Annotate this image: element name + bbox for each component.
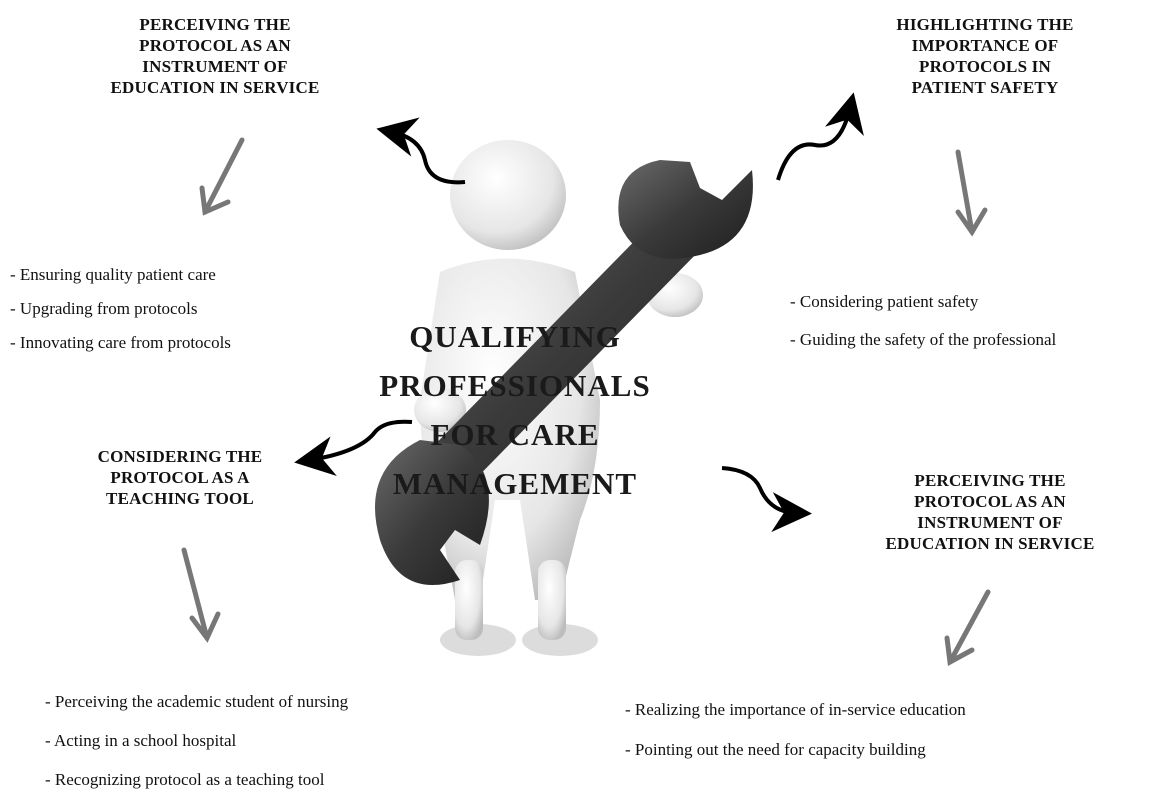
central-title-line: MANAGEMENT — [392, 466, 638, 501]
arrow-heading-to-list-top-right — [955, 149, 988, 237]
heading-line: EDUCATION IN SERVICE — [885, 534, 1095, 553]
heading-line: PROTOCOL AS AN — [914, 492, 1066, 511]
list-item: - Recognizing protocol as a teaching too… — [45, 770, 325, 789]
heading-top-left: PERCEIVING THE PROTOCOL AS AN INSTRUMENT… — [60, 14, 370, 98]
list-item: - Acting in a school hospital — [45, 731, 237, 750]
arrow-heading-to-list-bottom-left — [181, 547, 221, 643]
heading-line: PROTOCOL AS A — [110, 468, 250, 487]
list-top-left: - Ensuring quality patient care - Upgrad… — [10, 258, 231, 360]
heading-line: PROTOCOLS IN — [919, 57, 1051, 76]
heading-line: INSTRUMENT OF — [917, 513, 1063, 532]
arrow-to-bottom-right — [721, 466, 812, 533]
heading-line: HIGHLIGHTING THE — [896, 15, 1074, 34]
list-item: - Innovating care from protocols — [10, 333, 231, 352]
heading-line: PERCEIVING THE — [914, 471, 1066, 490]
list-item: - Perceiving the academic student of nur… — [45, 692, 349, 711]
arrow-heading-to-list-top-left — [199, 137, 245, 216]
heading-top-right: HIGHLIGHTING THE IMPORTANCE OF PROTOCOLS… — [840, 14, 1130, 98]
list-bottom-left: - Perceiving the academic student of nur… — [45, 682, 348, 799]
list-item: - Realizing the importance of in-service… — [625, 700, 966, 719]
wrench-icon — [375, 160, 753, 585]
arrow-heading-to-list-bottom-right — [944, 589, 991, 666]
heading-bottom-left: CONSIDERING THE PROTOCOL AS A TEACHING T… — [30, 446, 330, 509]
list-item: - Upgrading from protocols — [10, 299, 198, 318]
central-title-line: QUALIFYING — [409, 319, 621, 354]
list-item: - Guiding the safety of the professional — [790, 330, 1057, 349]
heading-line: CONSIDERING THE — [97, 447, 263, 466]
arrow-to-top-right — [776, 92, 864, 181]
heading-line: PROTOCOL AS AN — [139, 36, 291, 55]
heading-bottom-right: PERCEIVING THE PROTOCOL AS AN INSTRUMENT… — [835, 470, 1145, 554]
central-title-line: PROFESSIONALS — [379, 368, 651, 403]
central-title-line: FOR CARE — [430, 417, 600, 452]
heading-line: PATIENT SAFETY — [911, 78, 1059, 97]
figure-head — [450, 140, 566, 250]
list-item: - Pointing out the need for capacity bui… — [625, 740, 926, 759]
heading-line: INSTRUMENT OF — [142, 57, 288, 76]
list-item: - Considering patient safety — [790, 292, 979, 311]
list-top-right: - Considering patient safety - Guiding t… — [790, 283, 1056, 359]
heading-line: IMPORTANCE OF — [911, 36, 1059, 55]
heading-line: EDUCATION IN SERVICE — [110, 78, 320, 97]
list-item: - Ensuring quality patient care — [10, 265, 216, 284]
central-concept-title: QUALIFYING PROFESSIONALS FOR CARE MANAGE… — [300, 312, 730, 508]
arrow-to-bottom-left — [294, 419, 413, 476]
heading-line: TEACHING TOOL — [106, 489, 254, 508]
list-bottom-right: - Realizing the importance of in-service… — [625, 690, 966, 770]
heading-line: PERCEIVING THE — [139, 15, 291, 34]
arrow-to-top-left — [376, 117, 466, 185]
